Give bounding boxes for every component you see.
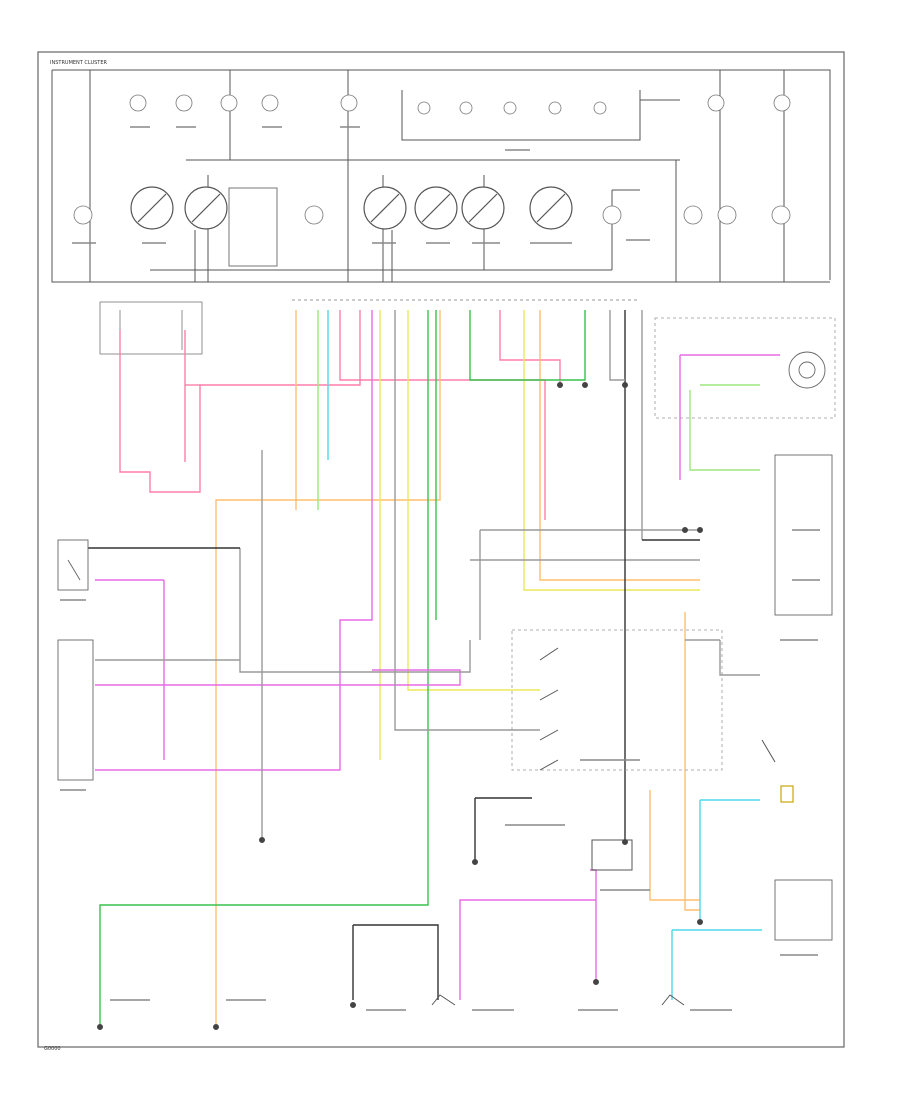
dashed-boundaries xyxy=(511,317,836,771)
label-placeholders xyxy=(60,126,820,1011)
bulb-icon xyxy=(129,94,147,112)
ground-icon xyxy=(213,1024,219,1030)
bulb-icon xyxy=(459,101,473,115)
ground-icon xyxy=(622,839,628,845)
ground-icon xyxy=(697,919,703,925)
ground-icon xyxy=(593,979,599,985)
bulb-icon xyxy=(548,101,562,115)
connector-symbol xyxy=(780,785,794,803)
ground-icon xyxy=(259,837,265,843)
bulb-icon xyxy=(503,101,517,115)
wires xyxy=(58,310,780,1025)
bulb-icon xyxy=(261,94,279,112)
diagram-border xyxy=(37,51,845,1048)
instrument-cluster xyxy=(51,69,831,283)
splice-icon xyxy=(557,382,563,388)
bulb-icon xyxy=(707,94,725,112)
bulb-icon xyxy=(340,94,358,112)
bulb-icon xyxy=(773,94,791,112)
splice-icon xyxy=(582,382,588,388)
bulb-icon xyxy=(717,205,737,225)
indicator-bulbs xyxy=(73,94,791,225)
bulb-icon xyxy=(683,205,703,225)
splice-icon xyxy=(622,382,628,388)
gauges xyxy=(130,186,573,230)
splice-icon xyxy=(682,527,688,533)
bulb-icon xyxy=(220,94,238,112)
bulb-icon xyxy=(175,94,193,112)
grounds xyxy=(97,382,703,1030)
bulb-icon xyxy=(73,205,93,225)
bulb-icon xyxy=(602,205,622,225)
bulb-icon xyxy=(304,205,324,225)
cluster-title: INSTRUMENT CLUSTER xyxy=(50,60,108,66)
bulb-icon xyxy=(771,205,791,225)
ground-icon xyxy=(350,1002,356,1008)
bulb-icon xyxy=(593,101,607,115)
cluster-connector xyxy=(99,299,640,355)
diagram-corner-tag: G0000 xyxy=(44,1046,61,1052)
ground-icon xyxy=(97,1024,103,1030)
switches xyxy=(431,647,776,1006)
fuel-level-sender xyxy=(57,539,94,781)
right-connectors xyxy=(774,351,833,941)
splice-icon xyxy=(697,527,703,533)
ground-icon xyxy=(472,859,478,865)
bulb-icon xyxy=(417,101,431,115)
